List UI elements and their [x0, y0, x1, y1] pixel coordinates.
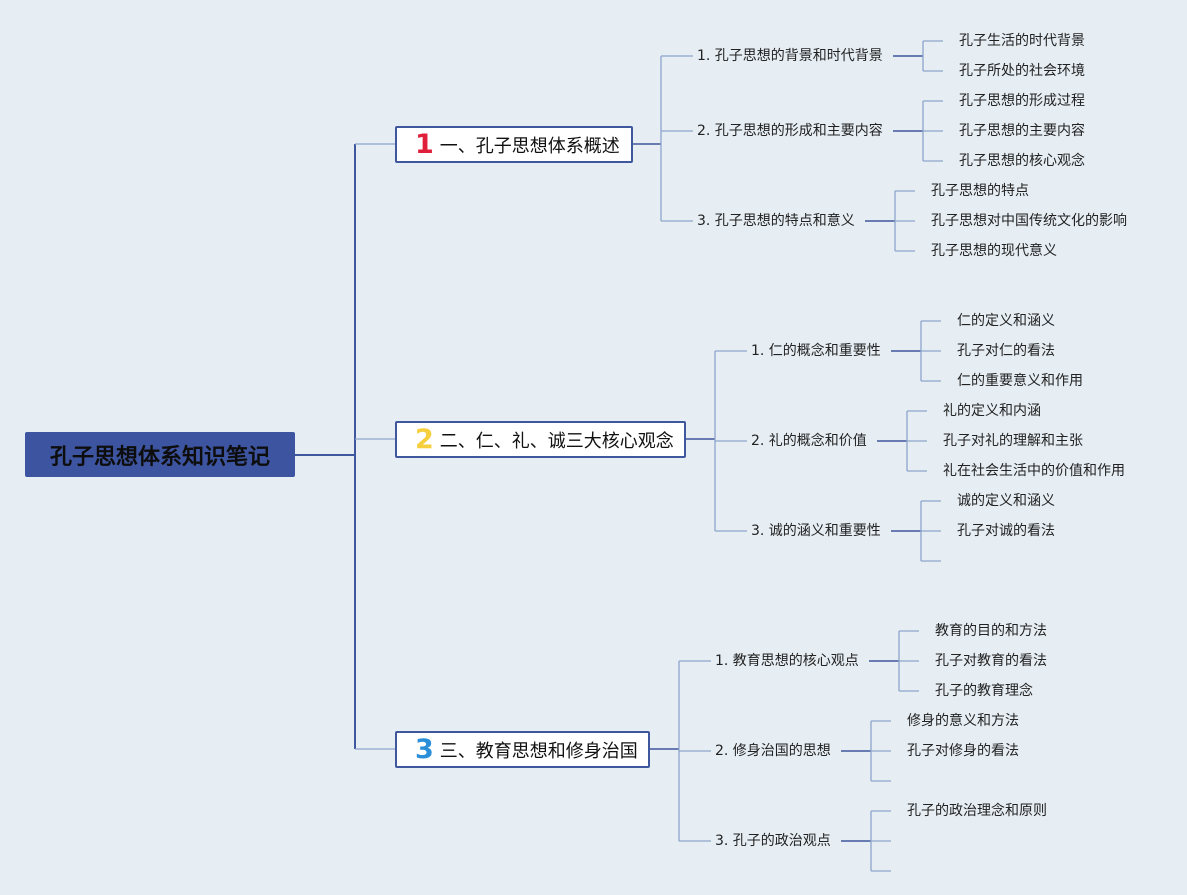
- branch-1-label: 一、孔子思想体系概述: [439, 135, 620, 157]
- subtopic-2-3[interactable]: 3. 诚的涵义和重要性: [751, 523, 881, 539]
- subtopic-3-3[interactable]: 3. 孔子的政治观点: [715, 833, 831, 849]
- root-topic-label: 孔子思想体系知识笔记: [49, 444, 270, 470]
- leaf-topic-2-1-1[interactable]: 仁的定义和涵义: [957, 313, 1055, 329]
- leaf-topic-2-3-2[interactable]: 孔子对诚的看法: [957, 523, 1055, 539]
- branch-3-number-badge: 3: [415, 734, 434, 765]
- branch-2-label: 二、仁、礼、诚三大核心观念: [439, 430, 674, 452]
- leaf-topic-1-2-2[interactable]: 孔子思想的主要内容: [959, 123, 1085, 139]
- root-topic[interactable]: 孔子思想体系知识笔记: [25, 432, 295, 477]
- subtopic-2-1[interactable]: 1. 仁的概念和重要性: [751, 343, 881, 359]
- leaf-topic-3-1-1[interactable]: 教育的目的和方法: [935, 623, 1047, 639]
- branch-3-label: 三、教育思想和修身治国: [439, 740, 638, 762]
- subtopic-3-2[interactable]: 2. 修身治国的思想: [715, 743, 831, 759]
- leaf-topic-1-3-3[interactable]: 孔子思想的现代意义: [931, 243, 1057, 259]
- leaf-topic-3-2-1[interactable]: 修身的意义和方法: [907, 713, 1019, 729]
- subtopic-1-2[interactable]: 2. 孔子思想的形成和主要内容: [697, 123, 883, 139]
- leaf-topic-2-2-3[interactable]: 礼在社会生活中的价值和作用: [943, 463, 1125, 479]
- leaf-topic-1-1-2[interactable]: 孔子所处的社会环境: [959, 63, 1085, 79]
- leaf-topic-3-1-2[interactable]: 孔子对教育的看法: [935, 653, 1047, 669]
- leaf-topic-1-2-3[interactable]: 孔子思想的核心观念: [959, 153, 1085, 169]
- leaf-topic-2-2-2[interactable]: 孔子对礼的理解和主张: [943, 433, 1083, 449]
- subtopic-2-2[interactable]: 2. 礼的概念和价值: [751, 433, 867, 449]
- subtopic-1-3[interactable]: 3. 孔子思想的特点和意义: [697, 213, 855, 229]
- leaf-topic-2-1-3[interactable]: 仁的重要意义和作用: [957, 373, 1083, 389]
- leaf-topic-1-1-1[interactable]: 孔子生活的时代背景: [959, 33, 1085, 49]
- leaf-topic-3-2-2[interactable]: 孔子对修身的看法: [907, 743, 1019, 759]
- branch-2-number-badge: 2: [415, 424, 434, 455]
- leaf-topic-2-2-1[interactable]: 礼的定义和内涵: [943, 403, 1041, 419]
- leaf-topic-3-3-1[interactable]: 孔子的政治理念和原则: [907, 803, 1047, 819]
- leaf-topic-2-3-1[interactable]: 诚的定义和涵义: [957, 493, 1055, 509]
- leaf-topic-1-3-2[interactable]: 孔子思想对中国传统文化的影响: [931, 213, 1127, 229]
- leaf-topic-2-1-2[interactable]: 孔子对仁的看法: [957, 343, 1055, 359]
- branch-1-number-badge: 1: [415, 129, 434, 160]
- leaf-topic-1-3-1[interactable]: 孔子思想的特点: [931, 183, 1029, 199]
- leaf-topic-3-1-3[interactable]: 孔子的教育理念: [935, 683, 1033, 699]
- subtopic-3-1[interactable]: 1. 教育思想的核心观点: [715, 653, 859, 669]
- leaf-topic-1-2-1[interactable]: 孔子思想的形成过程: [959, 93, 1085, 109]
- subtopic-1-1[interactable]: 1. 孔子思想的背景和时代背景: [697, 48, 883, 64]
